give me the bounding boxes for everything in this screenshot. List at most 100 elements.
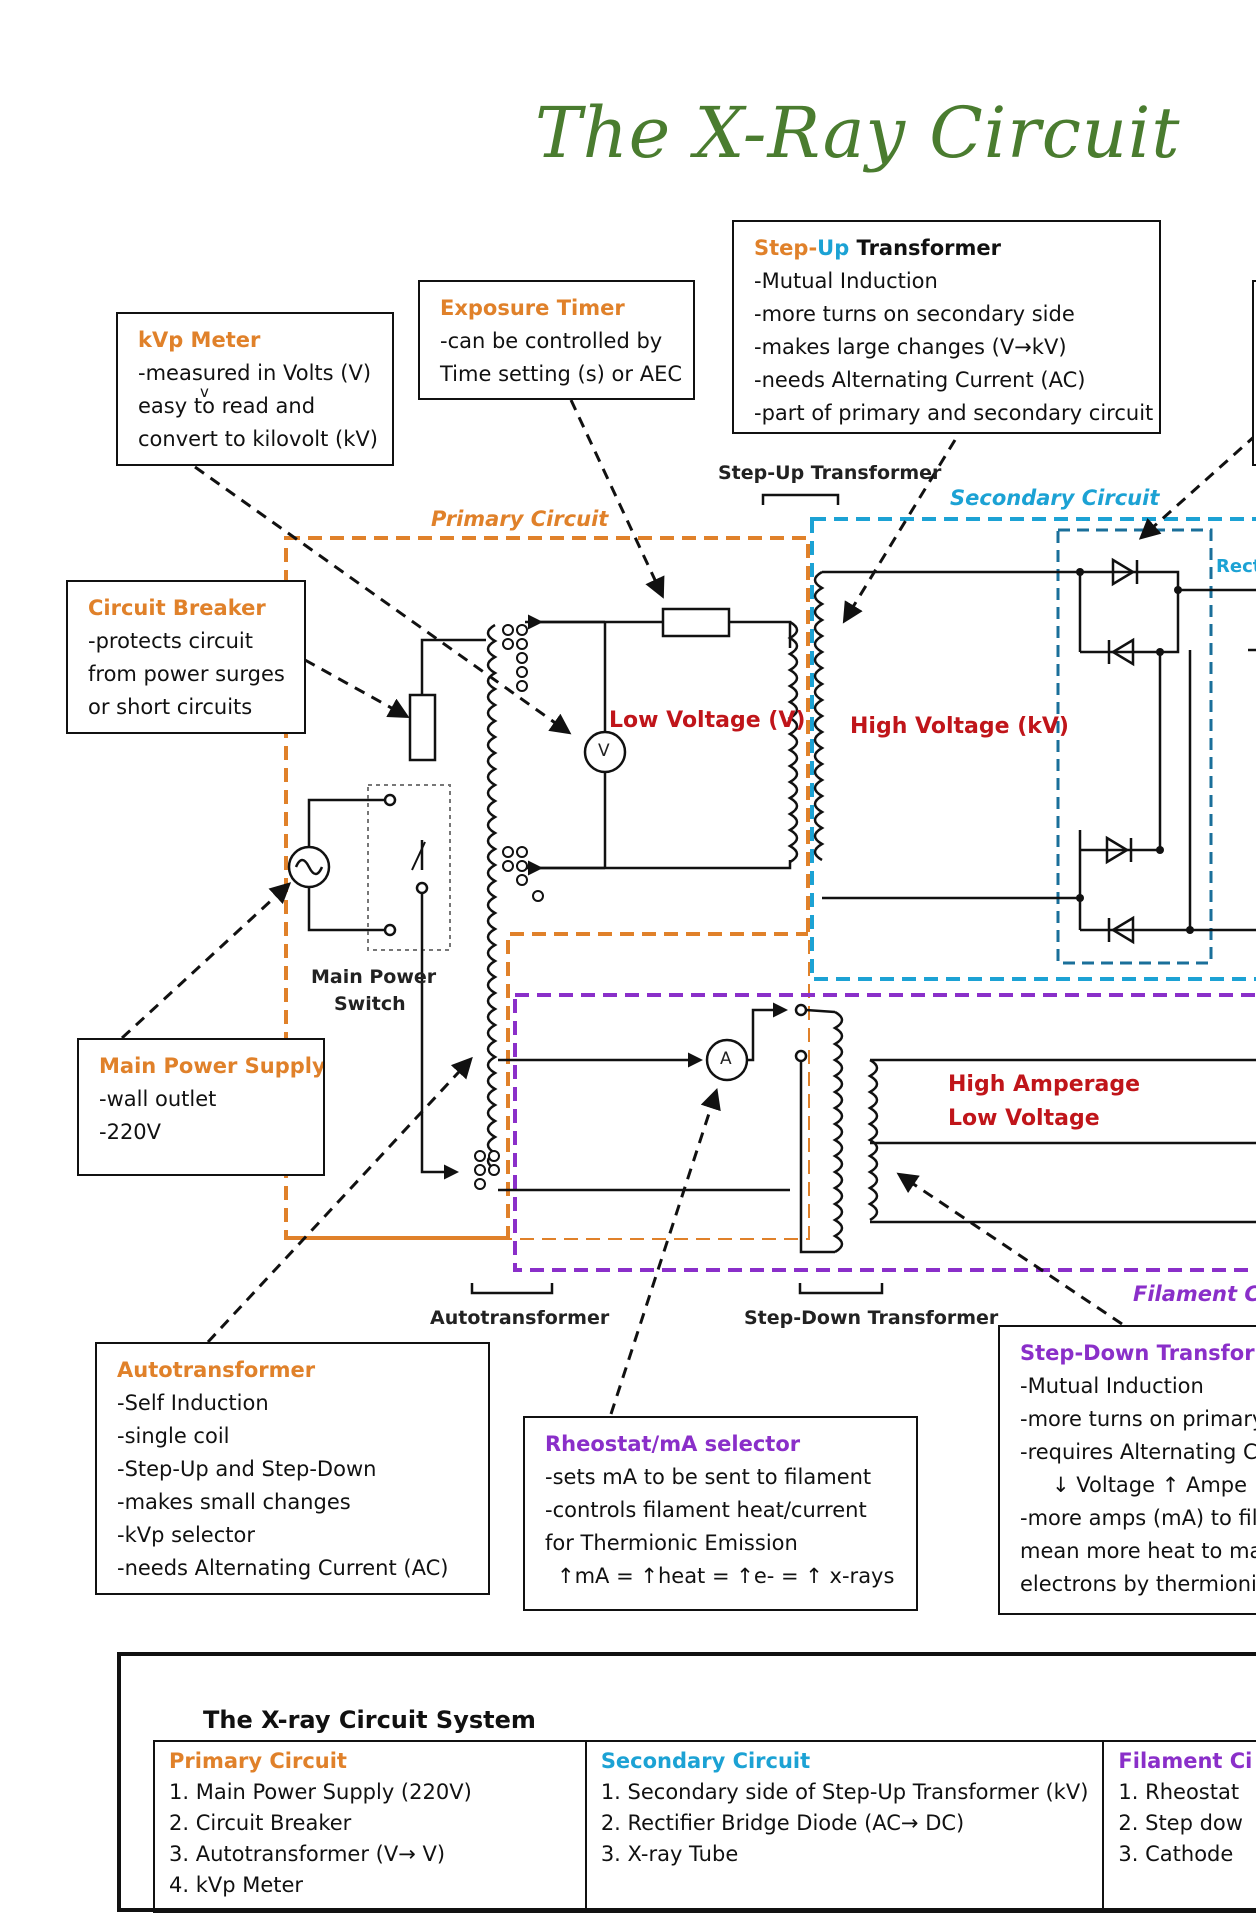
summary-primary-heading: Primary Circuit (169, 1749, 347, 1773)
diode-2 (1107, 637, 1135, 667)
summary-secondary-item-3: 3. X-ray Tube (600, 1842, 739, 1866)
step-down-line-4: ↓ Voltage ↑ Ampe (1052, 1473, 1248, 1497)
autotransformer-label: Autotransformer (430, 1307, 610, 1329)
summary-table: Primary Circuit 1. Main Power Supply (22… (153, 1740, 1256, 1913)
kvp-meter-box: kVp Meter -measured in Volts (V) easy to… (116, 312, 394, 466)
step-up-transformer-label: Step-Up Transformer (718, 462, 942, 484)
main-power-switch-box (367, 784, 451, 951)
rheostat-line-1: -sets mA to be sent to filament (545, 1465, 872, 1489)
step-down-line-2: -more turns on primary (1020, 1407, 1256, 1431)
circuit-breaker-line-3: or short circuits (88, 695, 253, 719)
primary-circuit-notch-edge (286, 932, 808, 1240)
rectifier-diodes (1105, 557, 1139, 945)
circuit-diagram (120, 399, 1256, 1415)
summary-filament-item-3: 3. Cathode (1118, 1842, 1234, 1866)
rectifier-arrow (1138, 433, 1256, 540)
main-power-supply-box: Main Power Supply -wall outlet -220V (77, 1038, 325, 1176)
main-power-switch-label-1: Main Power (311, 966, 437, 988)
rectifier-box-edge (1252, 280, 1256, 466)
rheostat-line-4: ↑mA = ↑heat = ↑e- = ↑ x-rays (557, 1564, 895, 1588)
summary-col-secondary: Secondary Circuit 1. Secondary side of S… (584, 1740, 1105, 1913)
circuit-breaker-line-2: from power surges (88, 662, 285, 686)
rheostat-line-2: -controls filament heat/current (545, 1498, 867, 1522)
step-up-secondary-coil (813, 570, 825, 862)
autotransformer-line-5: -kVp selector (117, 1523, 255, 1547)
step-down-heading: Step-Down Transformer (1020, 1341, 1256, 1365)
summary-filament-item-1: 1. Rheostat (1118, 1780, 1240, 1804)
summary-col-primary: Primary Circuit 1. Main Power Supply (22… (153, 1740, 587, 1913)
autotransformer-taps (474, 624, 544, 1190)
kvp-meter-line-2: easy to read and (138, 394, 316, 418)
summary-secondary-heading: Secondary Circuit (600, 1749, 811, 1773)
step-down-line-6: mean more heat to ma (1020, 1539, 1256, 1563)
summary-filament-item-2: 2. Step dow (1118, 1811, 1243, 1835)
main-power-supply-line-1: -wall outlet (99, 1087, 217, 1111)
summary-col-filament: Filament Ci 1. Rheostat 2. Step dow 3. C… (1102, 1740, 1256, 1913)
kvp-meter-stray-mark: v (200, 383, 209, 401)
rectifier-region (1056, 528, 1213, 965)
rectifier-partial-label: Rect (1216, 556, 1256, 577)
high-voltage-label: High Voltage (kV) (850, 714, 1069, 739)
main-power-supply-line-2: -220V (99, 1120, 162, 1144)
callout-arrows (120, 399, 1256, 1415)
autotransformer-arrow (206, 1056, 473, 1344)
step-down-box: Step-Down Transformer -Mutual Induction … (998, 1325, 1256, 1615)
exposure-timer-line-1: -can be controlled by (440, 329, 663, 353)
autotransformer-line-6: -needs Alternating Current (AC) (117, 1556, 449, 1580)
circuit-breaker-heading: Circuit Breaker (88, 596, 266, 620)
summary-title: The X-ray Circuit System (203, 1706, 536, 1734)
primary-circuit-notch (508, 934, 808, 1238)
diode-3 (1105, 835, 1133, 865)
step-up-heading-a: Step- (754, 236, 818, 260)
main-power-switch-label-2: Switch (334, 993, 406, 1015)
page-title: The X-Ray Circuit (535, 92, 1181, 174)
rheostat-line-3: for Thermionic Emission (545, 1531, 798, 1555)
autotransformer-line-4: -makes small changes (117, 1490, 351, 1514)
autotransformer-line-2: -single coil (117, 1424, 230, 1448)
step-up-heading-c: Transformer (849, 236, 1001, 260)
circuit-breaker-symbol (408, 693, 437, 762)
step-up-line-3: -makes large changes (V→kV) (754, 335, 1067, 359)
summary-primary-item-2: 2. Circuit Breaker (169, 1811, 352, 1835)
autotransformer-heading: Autotransformer (117, 1358, 316, 1382)
summary-secondary-item-2: 2. Rectifier Bridge Diode (AC→ DC) (600, 1811, 965, 1835)
step-down-arrow (896, 1172, 1123, 1326)
step-down-secondary-coil (867, 1058, 879, 1222)
kvp-meter-heading: kVp Meter (138, 328, 261, 352)
rheostat-heading: Rheostat/mA selector (545, 1432, 801, 1456)
voltmeter-label: V (598, 741, 610, 761)
summary-panel: The X-ray Circuit System Primary Circuit… (117, 1652, 1256, 1913)
high-amperage-label: High Amperage (948, 1072, 1141, 1097)
step-up-heading: Step-Up Transformer (754, 232, 1145, 265)
step-up-primary-coil (787, 620, 799, 864)
step-up-line-4: -needs Alternating Current (AC) (754, 368, 1086, 392)
exposure-timer-line-2: Time setting (s) or AEC (440, 362, 683, 386)
filament-circuit-region (513, 993, 1256, 1272)
kvp-meter-line-1: -measured in Volts (V) (138, 361, 372, 385)
step-down-line-3: -requires Alternating Cu (1020, 1440, 1256, 1464)
step-down-primary-coil (832, 1010, 844, 1254)
step-down-line-1: -Mutual Induction (1020, 1374, 1204, 1398)
autotransformer-coil (486, 623, 498, 1171)
exposure-timer-box: Exposure Timer -can be controlled by Tim… (418, 280, 695, 400)
step-down-line-7: electrons by thermionic (1020, 1572, 1256, 1596)
summary-primary-item-3: 3. Autotransformer (V→ V) (169, 1842, 446, 1866)
autotransformer-line-1: -Self Induction (117, 1391, 269, 1415)
kvp-meter-line-3: convert to kilovolt (kV) (138, 427, 378, 451)
step-up-arrow (842, 439, 957, 624)
summary-filament-heading: Filament Ci (1118, 1749, 1253, 1773)
kvp-meter-arrow (194, 465, 572, 735)
step-up-line-5: -part of primary and secondary circuit (754, 401, 1154, 425)
diode-1 (1111, 557, 1139, 587)
step-up-line-1: -Mutual Induction (754, 269, 938, 293)
ammeter-label: A (720, 1049, 732, 1069)
step-down-transformer-label: Step-Down Transformer (744, 1307, 999, 1329)
circuit-breaker-arrow (304, 658, 410, 719)
step-up-box: Step-Up Transformer -Mutual Induction -m… (732, 220, 1161, 434)
circuit-breaker-box: Circuit Breaker -protects circuit from p… (66, 580, 306, 734)
ac-source-sine (294, 858, 324, 876)
summary-secondary-item-1: 1. Secondary side of Step-Up Transformer… (600, 1780, 1089, 1804)
exposure-timer-symbol (661, 607, 731, 638)
exposure-timer-heading: Exposure Timer (440, 296, 625, 320)
voltmeter-symbol (583, 730, 627, 774)
